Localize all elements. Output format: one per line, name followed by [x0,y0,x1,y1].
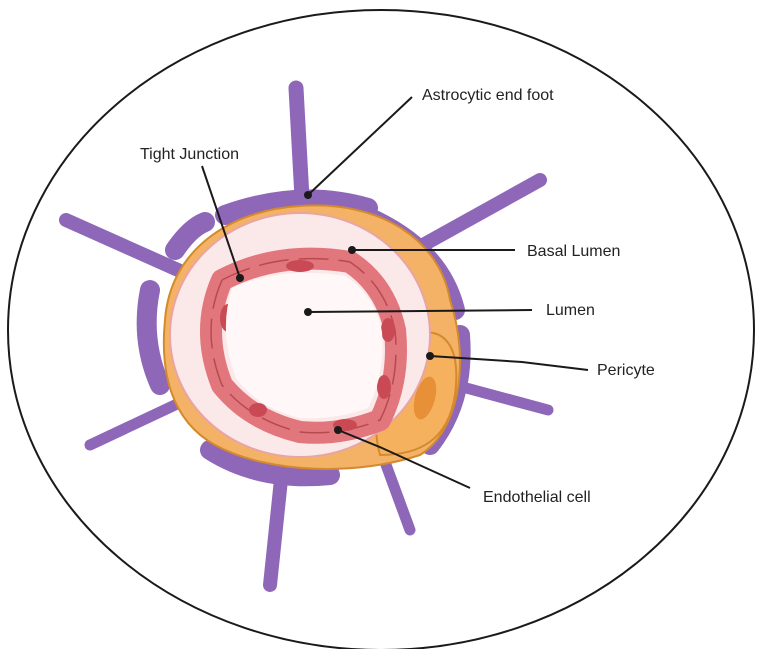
label-pericyte: Pericyte [597,362,655,379]
label-astrocytic-end-foot: Astrocytic end foot [422,87,554,104]
label-lumen: Lumen [546,302,595,319]
label-basal-lumen: Basal Lumen [527,243,620,260]
label-endothelial-cell: Endothelial cell [483,489,591,506]
label-tight-junction: Tight Junction [140,146,239,163]
